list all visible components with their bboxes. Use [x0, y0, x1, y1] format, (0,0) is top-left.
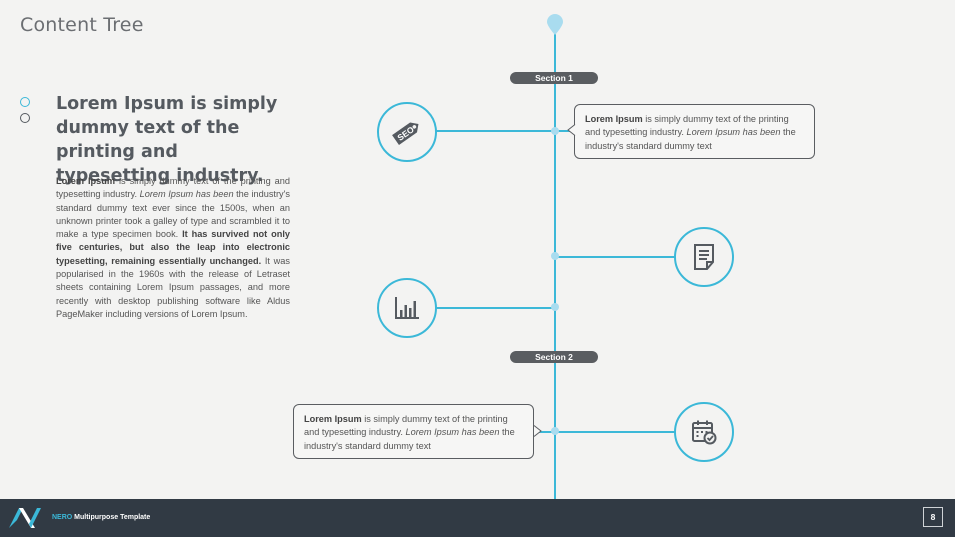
callout-text: is simply dummy text of the printing and… — [304, 414, 508, 438]
body-italic: Lorem Ipsum has been — [139, 189, 234, 200]
seo-tag-icon: SEO — [392, 122, 419, 145]
callout-tail: the industry's standard dummy text — [585, 127, 796, 151]
chart-circle[interactable] — [377, 278, 437, 338]
connector-line — [434, 130, 554, 132]
footer-bar — [0, 499, 955, 537]
timeline-node — [551, 427, 559, 435]
timeline-node — [551, 303, 559, 311]
calendar-circle[interactable] — [674, 402, 734, 462]
timeline-line — [554, 30, 556, 500]
callout-text: is simply dummy text of the printing and… — [585, 114, 789, 138]
footer-label: NERO Multipurpose Template — [52, 514, 150, 521]
callout-bold: Lorem Ipsum — [585, 114, 643, 124]
page-number: 8 — [923, 507, 943, 527]
body-bold-middle: It has survived not only five centuries,… — [56, 229, 290, 266]
footer-brand: NERO — [52, 514, 73, 521]
timeline-node — [551, 127, 559, 135]
seo-circle[interactable]: SEO — [377, 102, 437, 162]
connector-line — [434, 307, 554, 309]
calendar-check-icon — [692, 420, 717, 445]
callout-italic: Lorem Ipsum has been — [686, 127, 781, 138]
connector-line — [536, 431, 554, 433]
body-bold-lead: Lorem Ipsum — [56, 176, 116, 186]
connector-line — [556, 431, 676, 433]
document-icon — [694, 244, 714, 270]
callout-bold: Lorem Ipsum — [304, 414, 362, 424]
callout-tail: the industry's standard dummy text — [304, 427, 515, 451]
section-1-label[interactable]: Section 1 — [510, 72, 598, 84]
callout-italic: Lorem Ipsum has been — [405, 427, 500, 438]
bar-chart-icon — [395, 297, 419, 319]
body-text-1: is simply dummy text of the printing and… — [56, 176, 291, 200]
intro-body: Lorem Ipsum is simply dummy text of the … — [56, 175, 290, 321]
connector-line — [556, 130, 576, 132]
bullet-active-icon[interactable] — [20, 97, 30, 107]
page-title: Content Tree — [20, 14, 144, 36]
intro-heading: Lorem Ipsum is simply dummy text of the … — [56, 94, 278, 186]
nero-logo-icon — [9, 508, 41, 528]
callout-pointer — [567, 124, 576, 136]
callout-box-1: Lorem Ipsum is simply dummy text of the … — [574, 104, 815, 159]
timeline-pin-icon — [547, 14, 563, 35]
body-text-2: the industry's standard dummy text ever … — [56, 189, 290, 240]
timeline-node — [551, 252, 559, 260]
document-circle[interactable] — [674, 227, 734, 287]
body-text-3: It was popularised in the 1960s with the… — [56, 255, 290, 319]
callout-box-2: Lorem Ipsum is simply dummy text of the … — [293, 404, 534, 459]
section-2-label[interactable]: Section 2 — [510, 351, 598, 363]
bullet-inactive-icon[interactable] — [20, 113, 30, 123]
connector-line — [556, 256, 676, 258]
footer-template: Multipurpose Template — [72, 514, 151, 521]
callout-pointer — [533, 425, 542, 437]
